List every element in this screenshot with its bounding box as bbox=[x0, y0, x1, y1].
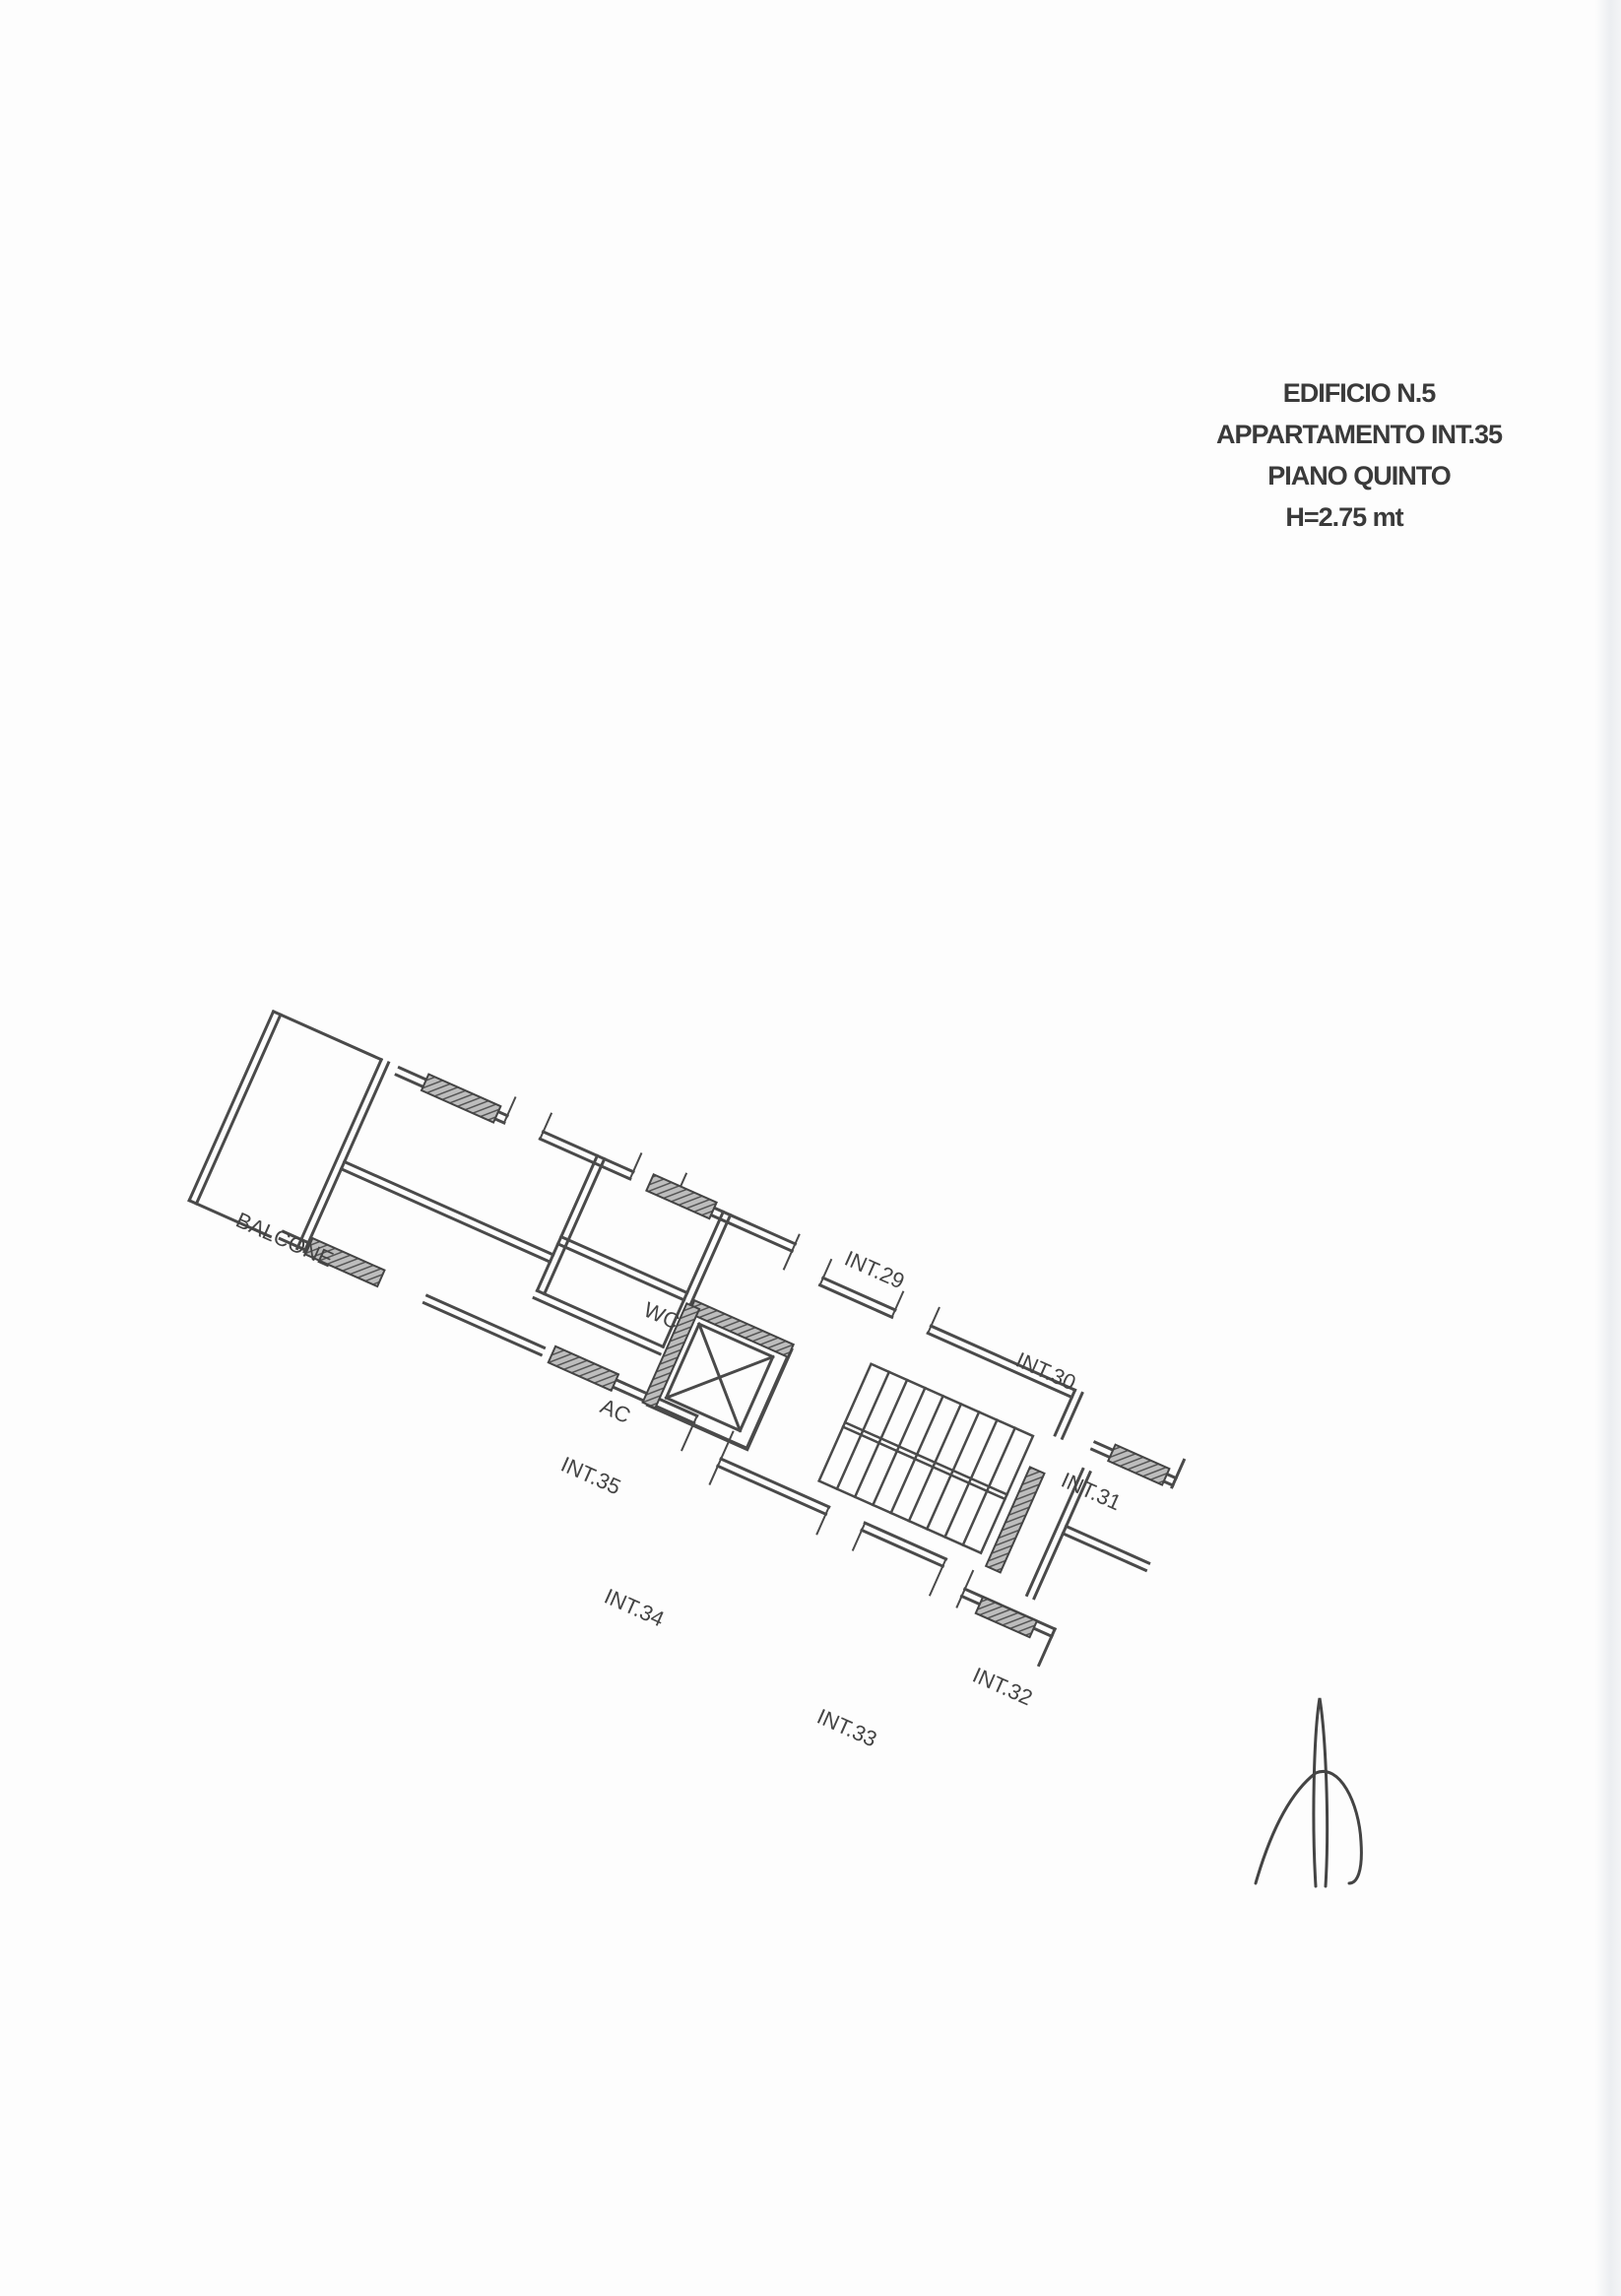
scan-edge-shadow bbox=[1595, 0, 1621, 2296]
label-int34: INT.34 bbox=[601, 1584, 668, 1632]
balcony-outline bbox=[187, 1009, 391, 1254]
outer-wall-top bbox=[394, 1065, 1179, 1487]
label-int30: INT.30 bbox=[1012, 1347, 1079, 1396]
label-int35: INT.35 bbox=[557, 1452, 624, 1500]
apartment-label: APPARTAMENTO INT.35 bbox=[1215, 420, 1503, 449]
building-label: EDIFICIO N.5 bbox=[1282, 378, 1437, 408]
label-int31: INT.31 bbox=[1058, 1468, 1125, 1516]
label-int33: INT.33 bbox=[813, 1704, 880, 1752]
signature-mark bbox=[1254, 1697, 1363, 1888]
label-ac: AC bbox=[597, 1394, 634, 1428]
title-block: EDIFICIO N.5 APPARTAMENTO INT.35 PIANO Q… bbox=[1172, 372, 1546, 538]
label-int29: INT.29 bbox=[841, 1246, 908, 1294]
east-walls bbox=[1024, 1388, 1187, 1668]
hatched-walls bbox=[303, 1073, 1171, 1639]
label-int32: INT.32 bbox=[969, 1663, 1036, 1711]
staircase bbox=[816, 1362, 1035, 1555]
height-label: H=2.75 mt bbox=[1285, 502, 1403, 532]
floor-label: PIANO QUINTO bbox=[1267, 461, 1452, 491]
plan-drawing bbox=[187, 1009, 1187, 1668]
door-stubs bbox=[502, 1096, 975, 1608]
